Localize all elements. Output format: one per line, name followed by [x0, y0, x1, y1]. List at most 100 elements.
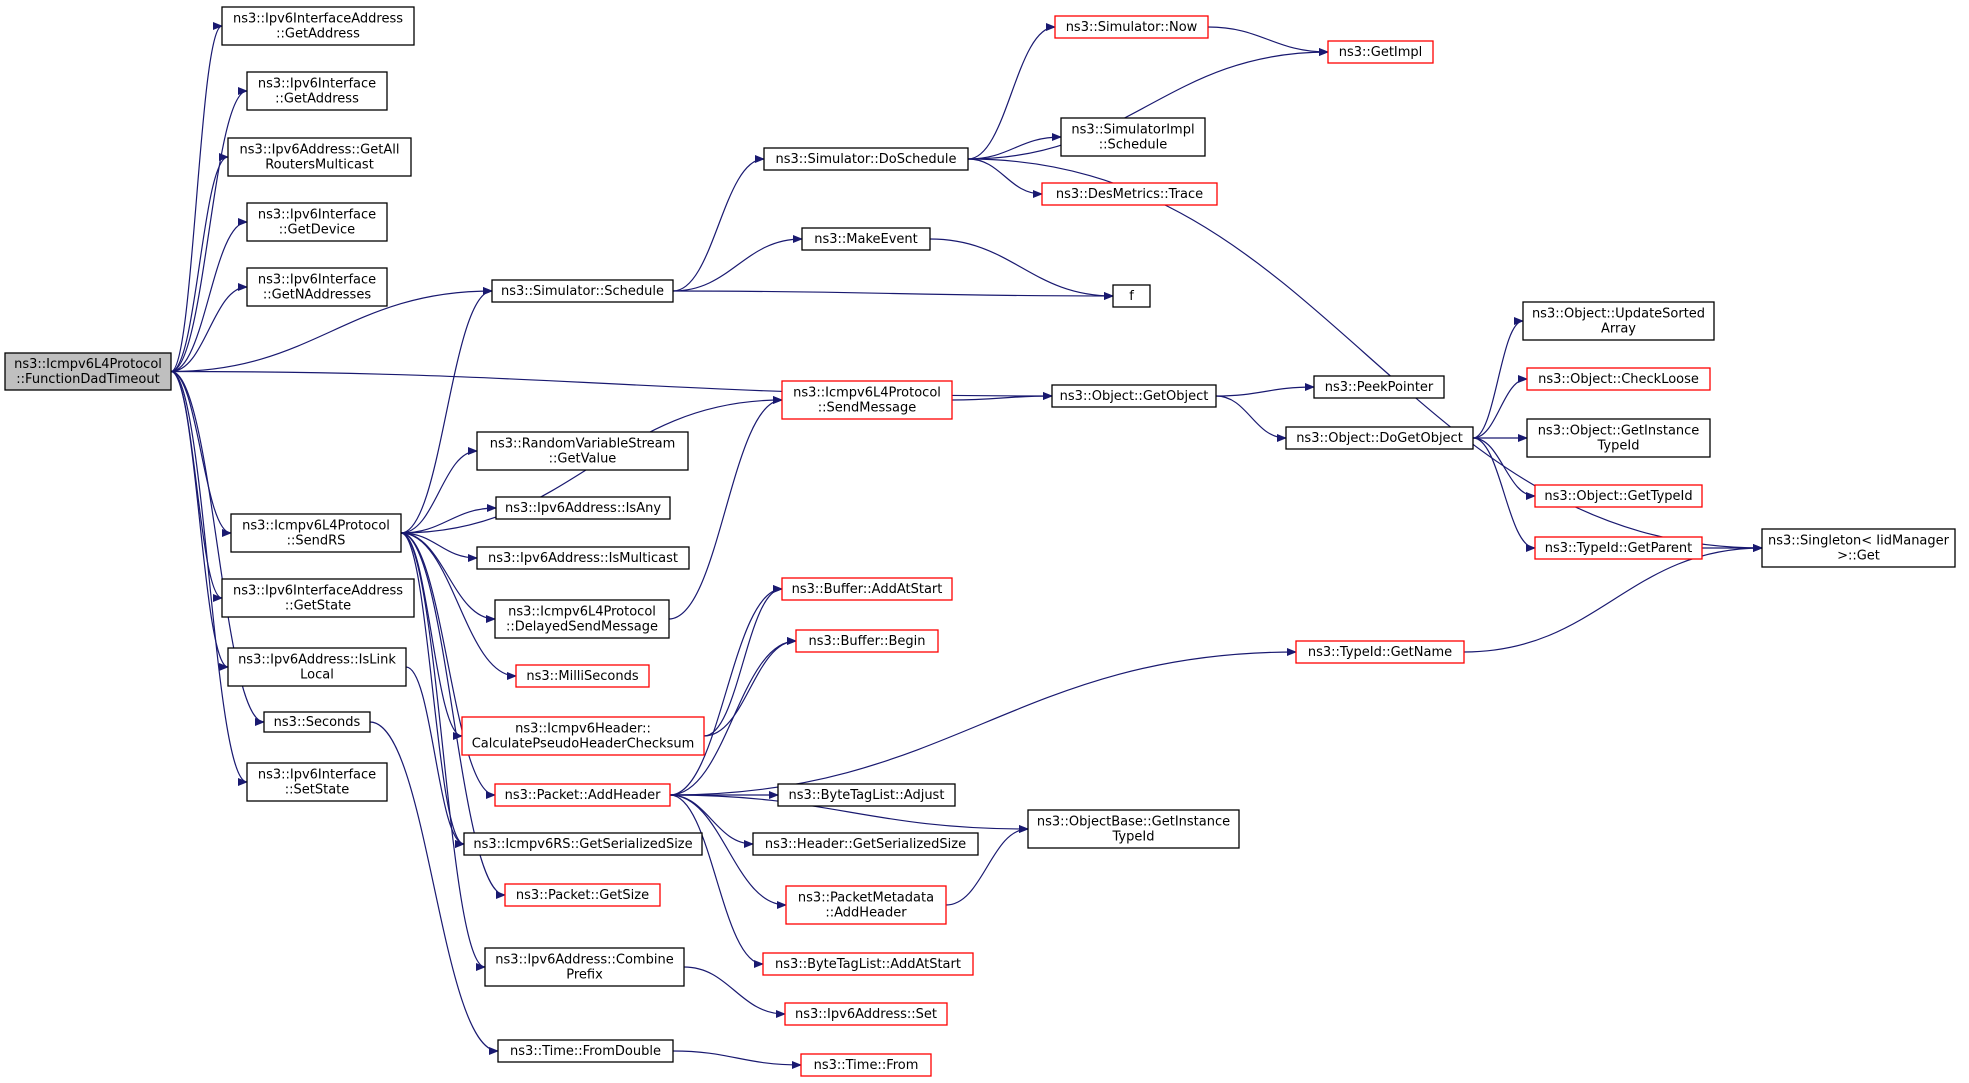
- edge-n-sendrs-to-n-isany: [400, 504, 497, 534]
- edge-n-doschedule-to-n-singleton-get: [967, 158, 1763, 552]
- node-label: ns3::Singleton< IidManager: [1768, 534, 1950, 549]
- node-box: [246, 762, 388, 802]
- node-n-gettypeid[interactable]: ns3::Object::GetTypeId: [1534, 484, 1703, 508]
- node-n-isany[interactable]: ns3::Ipv6Address::IsAny: [495, 496, 671, 520]
- edge-n-dogetobject-to-n-updatesorted: [1472, 317, 1524, 439]
- node-n-makeevent[interactable]: ns3::MakeEvent: [801, 227, 931, 251]
- node-n-pm-addheader[interactable]: ns3::PacketMetadata::AddHeader: [785, 885, 947, 925]
- edge-n-calcpseudo-to-n-buf-addatstart: [703, 585, 783, 737]
- node-n-getparent[interactable]: ns3::TypeId::GetParent: [1534, 536, 1703, 560]
- node-n-rvs-getvalue[interactable]: ns3::RandomVariableStream::GetValue: [476, 431, 689, 471]
- node-n-ipv6addr-set[interactable]: ns3::Ipv6Address::Set: [784, 1002, 948, 1026]
- node-box: [1761, 528, 1956, 568]
- node-label: ns3::TypeId::GetName: [1308, 645, 1452, 660]
- edge-n-sim-now-to-n-getimpl: [1207, 26, 1329, 56]
- node-label: ns3::Ipv6Interface: [258, 768, 376, 783]
- node-n-packet-getsize[interactable]: ns3::Packet::GetSize: [504, 883, 661, 907]
- node-label: ns3::Object::GetInstance: [1538, 424, 1700, 439]
- node-box: [494, 599, 670, 639]
- node-n-iface-getdevice[interactable]: ns3::Ipv6Interface::GetDevice: [246, 202, 388, 242]
- node-n-sim-schedule[interactable]: ns3::Simulator::Schedule: [491, 279, 674, 303]
- node-box: [1285, 426, 1474, 450]
- edge-n-doschedule-to-n-getimpl: [967, 48, 1329, 160]
- edge-n-addheader-to-n-pm-addheader: [669, 794, 787, 909]
- node-n-desmetrics[interactable]: ns3::DesMetrics::Trace: [1041, 182, 1218, 206]
- node-box: [784, 1002, 948, 1026]
- node-n-getobject[interactable]: ns3::Object::GetObject: [1051, 384, 1217, 408]
- node-n-getimpl[interactable]: ns3::GetImpl: [1327, 40, 1434, 64]
- node-label: Local: [300, 668, 334, 683]
- edge-n-getobject-to-n-dogetobject: [1215, 395, 1287, 442]
- node-box: [494, 783, 671, 807]
- node-label: ns3::Ipv6Address::IsAny: [505, 501, 661, 516]
- edge-n-calcpseudo-to-n-buf-begin: [703, 637, 797, 737]
- node-n-checkloose[interactable]: ns3::Object::CheckLoose: [1526, 367, 1711, 391]
- node-n-iface-getnaddr[interactable]: ns3::Ipv6Interface::GetNAddresses: [246, 267, 388, 307]
- node-n-ifaddr-getaddress[interactable]: ns3::Ipv6InterfaceAddress::GetAddress: [221, 6, 415, 46]
- edge-root-to-n-getallrouters: [170, 153, 229, 373]
- edge-n-doschedule-to-n-desmetrics: [967, 158, 1043, 198]
- node-label: ::SetState: [285, 783, 350, 798]
- node-label: ns3::Icmpv6Header::: [515, 722, 651, 737]
- node-label: ns3::Ipv6Address::Combine: [495, 953, 673, 968]
- node-label: ns3::Ipv6Address::GetAll: [240, 143, 400, 158]
- node-n-simimpl-schedule[interactable]: ns3::SimulatorImpl::Schedule: [1060, 117, 1206, 157]
- node-box: [221, 578, 415, 618]
- node-n-peekpointer[interactable]: ns3::PeekPointer: [1313, 375, 1445, 399]
- node-box: [1526, 418, 1711, 458]
- node-box: [785, 885, 947, 925]
- node-n-ifaddr-getstate[interactable]: ns3::Ipv6InterfaceAddress::GetState: [221, 578, 415, 618]
- node-n-doschedule[interactable]: ns3::Simulator::DoSchedule: [763, 147, 969, 171]
- node-box: [800, 1053, 932, 1077]
- node-label: ns3::GetImpl: [1339, 45, 1423, 60]
- node-label: ns3::MilliSeconds: [526, 669, 639, 684]
- node-box: [221, 6, 415, 46]
- node-n-buf-addatstart[interactable]: ns3::Buffer::AddAtStart: [781, 577, 953, 601]
- node-box: [801, 227, 931, 251]
- edge-n-combineprefix-to-n-ipv6addr-set: [683, 966, 786, 1018]
- node-n-f[interactable]: f: [1112, 284, 1151, 308]
- node-label: ns3::Ipv6InterfaceAddress: [233, 12, 403, 27]
- node-n-sendmessage[interactable]: ns3::Icmpv6L4Protocol::SendMessage: [781, 380, 953, 420]
- edge-n-addheader-to-n-objbase-getinstance: [669, 794, 1029, 833]
- edge-n-fromdouble-to-n-time-from: [672, 1050, 802, 1069]
- node-label: ns3::ObjectBase::GetInstance: [1037, 815, 1230, 830]
- node-n-iface-setstate[interactable]: ns3::Ipv6Interface::SetState: [246, 762, 388, 802]
- node-n-typeid-getname[interactable]: ns3::TypeId::GetName: [1295, 640, 1465, 664]
- node-n-addheader[interactable]: ns3::Packet::AddHeader: [494, 783, 671, 807]
- node-label: ns3::Header::GetSerializedSize: [765, 837, 966, 852]
- node-n-calcpseudo[interactable]: ns3::Icmpv6Header::CalculatePseudoHeader…: [461, 716, 705, 756]
- node-n-sendrs[interactable]: ns3::Icmpv6L4Protocol::SendRS: [230, 513, 402, 553]
- edge-n-seconds-to-n-fromdouble: [369, 721, 499, 1055]
- node-n-time-from[interactable]: ns3::Time::From: [800, 1053, 932, 1077]
- node-label: ns3::DesMetrics::Trace: [1056, 187, 1203, 202]
- node-n-delayedsend[interactable]: ns3::Icmpv6L4Protocol::DelayedSendMessag…: [494, 599, 670, 639]
- node-n-dogetobject[interactable]: ns3::Object::DoGetObject: [1285, 426, 1474, 450]
- node-label: ns3::Ipv6Address::IsMulticast: [488, 551, 678, 566]
- node-n-ismulticast[interactable]: ns3::Ipv6Address::IsMulticast: [476, 546, 690, 570]
- node-box: [1526, 367, 1711, 391]
- node-n-header-getsersize[interactable]: ns3::Header::GetSerializedSize: [752, 832, 979, 856]
- node-root[interactable]: ns3::Icmpv6L4Protocol::FunctionDadTimeou…: [4, 352, 172, 391]
- node-label: ns3::Buffer::Begin: [808, 634, 925, 649]
- node-n-milliseconds[interactable]: ns3::MilliSeconds: [515, 664, 650, 688]
- node-n-btl-adjust[interactable]: ns3::ByteTagList::Adjust: [777, 783, 956, 807]
- node-label: ::GetAddress: [275, 92, 359, 107]
- node-label: ::GetAddress: [276, 27, 360, 42]
- node-n-buf-begin[interactable]: ns3::Buffer::Begin: [795, 629, 939, 653]
- node-label: ::FunctionDadTimeout: [16, 372, 159, 387]
- node-n-iface-getaddress[interactable]: ns3::Ipv6Interface::GetAddress: [246, 71, 388, 111]
- node-n-seconds[interactable]: ns3::Seconds: [263, 711, 371, 733]
- node-box: [461, 716, 705, 756]
- node-n-btl-addatstart[interactable]: ns3::ByteTagList::AddAtStart: [762, 952, 974, 976]
- node-n-fromdouble[interactable]: ns3::Time::FromDouble: [497, 1039, 674, 1063]
- node-n-singleton-get[interactable]: ns3::Singleton< IidManager >::Get: [1761, 528, 1956, 568]
- node-n-rs-getsersize[interactable]: ns3::Icmpv6RS::GetSerializedSize: [463, 832, 703, 856]
- node-n-sim-now[interactable]: ns3::Simulator::Now: [1054, 15, 1209, 39]
